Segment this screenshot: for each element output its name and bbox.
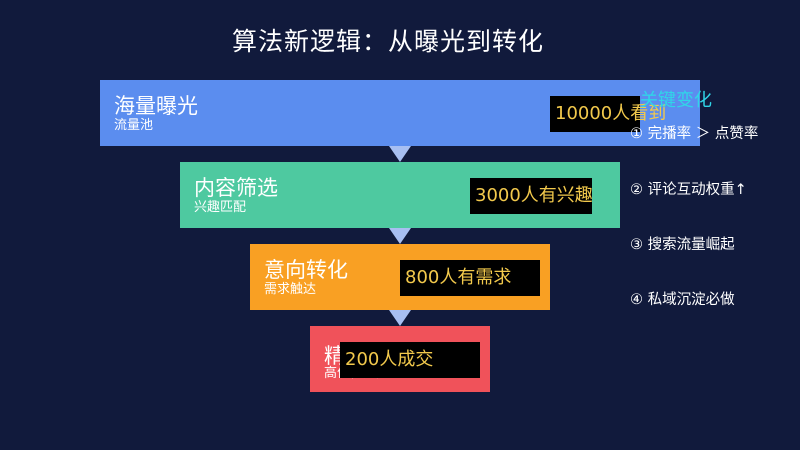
- stage-subtitle: 需求触达: [264, 282, 317, 297]
- funnel-stage-exposure: 海量曝光 流量池 10000人看到: [100, 80, 700, 146]
- stage-name: 海量曝光: [114, 94, 198, 118]
- stage-name: 意向转化: [264, 258, 348, 282]
- down-arrow-icon: [389, 310, 411, 326]
- stage-count: 200人成交: [340, 342, 480, 378]
- down-arrow-icon: [389, 146, 411, 162]
- key-change-item: ③ 搜索流量崛起: [630, 237, 735, 253]
- stage-subtitle: 流量池: [114, 118, 154, 133]
- key-changes-title: 关键变化: [640, 90, 712, 111]
- down-arrow-icon: [389, 228, 411, 244]
- funnel-stage-conversion: 精准成交 高价值用户 200人成交: [310, 326, 490, 392]
- key-change-item: ① 完播率 ＞ 点赞率: [630, 126, 759, 142]
- page-title: 算法新逻辑：从曝光到转化: [231, 27, 544, 56]
- key-change-item: ② 评论互动权重↑: [630, 182, 747, 198]
- stage-name: 内容筛选: [194, 176, 278, 200]
- stage-count: 10000人看到: [550, 96, 666, 132]
- stage-count: 800人有需求: [400, 260, 540, 296]
- stage-subtitle: 兴趣匹配: [194, 200, 247, 215]
- stage-count: 3000人有兴趣: [470, 178, 593, 214]
- key-change-item: ④ 私域沉淀必做: [630, 292, 735, 308]
- funnel-stage-intent: 意向转化 需求触达 800人有需求: [250, 244, 550, 310]
- funnel-stage-filter: 内容筛选 兴趣匹配 3000人有兴趣: [180, 162, 620, 228]
